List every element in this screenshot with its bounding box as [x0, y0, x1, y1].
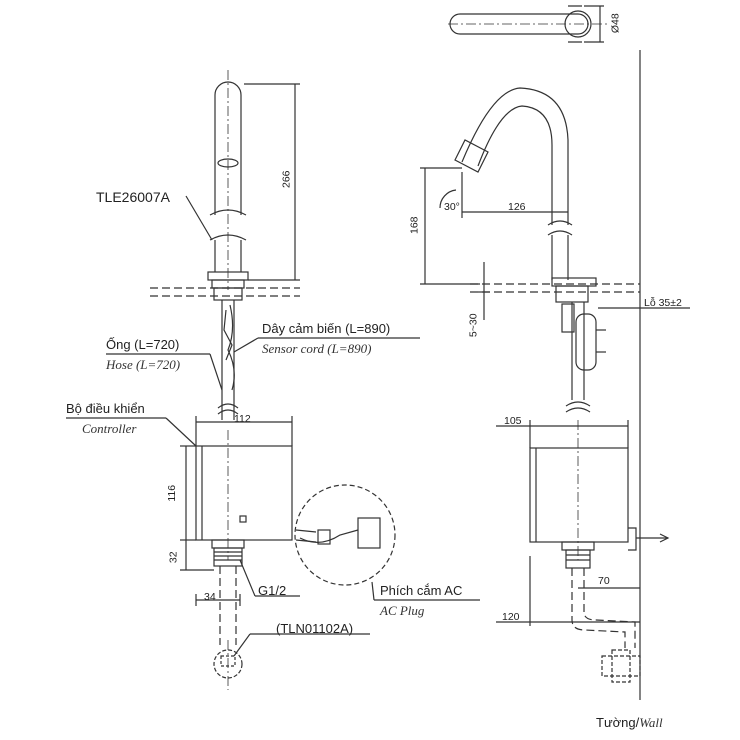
dim-reach-126: 126 [508, 201, 526, 213]
hole-label: Lỗ 35±2 [644, 297, 682, 309]
sensor-cord-label-en: Sensor cord (L=890) [262, 341, 372, 356]
valve-model-label: (TLN01102A) [276, 621, 354, 636]
hose-label-en: Hose (L=720) [106, 357, 181, 372]
side-view [420, 50, 690, 700]
dim-offset-120: 120 [502, 611, 520, 623]
wall-label-vi: Tường/ [596, 715, 640, 730]
wall-label-en: Wall [639, 715, 663, 730]
model-label: TLE26007A [96, 189, 170, 205]
ac-plug-label-en: AC Plug [380, 603, 425, 618]
dim-offset-70: 70 [598, 575, 610, 587]
dim-thickness-5-30: 5~30 [467, 313, 480, 338]
dim-width-105: 105 [504, 415, 522, 427]
dim-offset-34: 34 [204, 591, 216, 603]
controller-label-vi: Bộ điều khiển [66, 401, 145, 416]
front-view [66, 70, 480, 690]
dim-angle-30: 30° [444, 201, 460, 213]
dim-height-266: 266 [280, 170, 293, 189]
dim-width-112: 112 [234, 413, 251, 425]
ac-plug-label-vi: Phích cắm AC [380, 583, 463, 598]
dim-height-32: 32 [167, 551, 180, 564]
dim-diameter-48: Ø48 [609, 13, 622, 34]
thread-label: G1/2 [258, 583, 287, 598]
sensor-cord-label-vi: Dây cảm biến (L=890) [262, 321, 391, 336]
dim-height-116: 116 [166, 484, 179, 502]
dim-height-168: 168 [408, 216, 421, 235]
top-view [448, 5, 610, 43]
wall-label: Tường/Wall [596, 716, 663, 729]
hose-label-vi: Ống (L=720) [106, 337, 180, 352]
controller-label-en: Controller [82, 421, 137, 436]
